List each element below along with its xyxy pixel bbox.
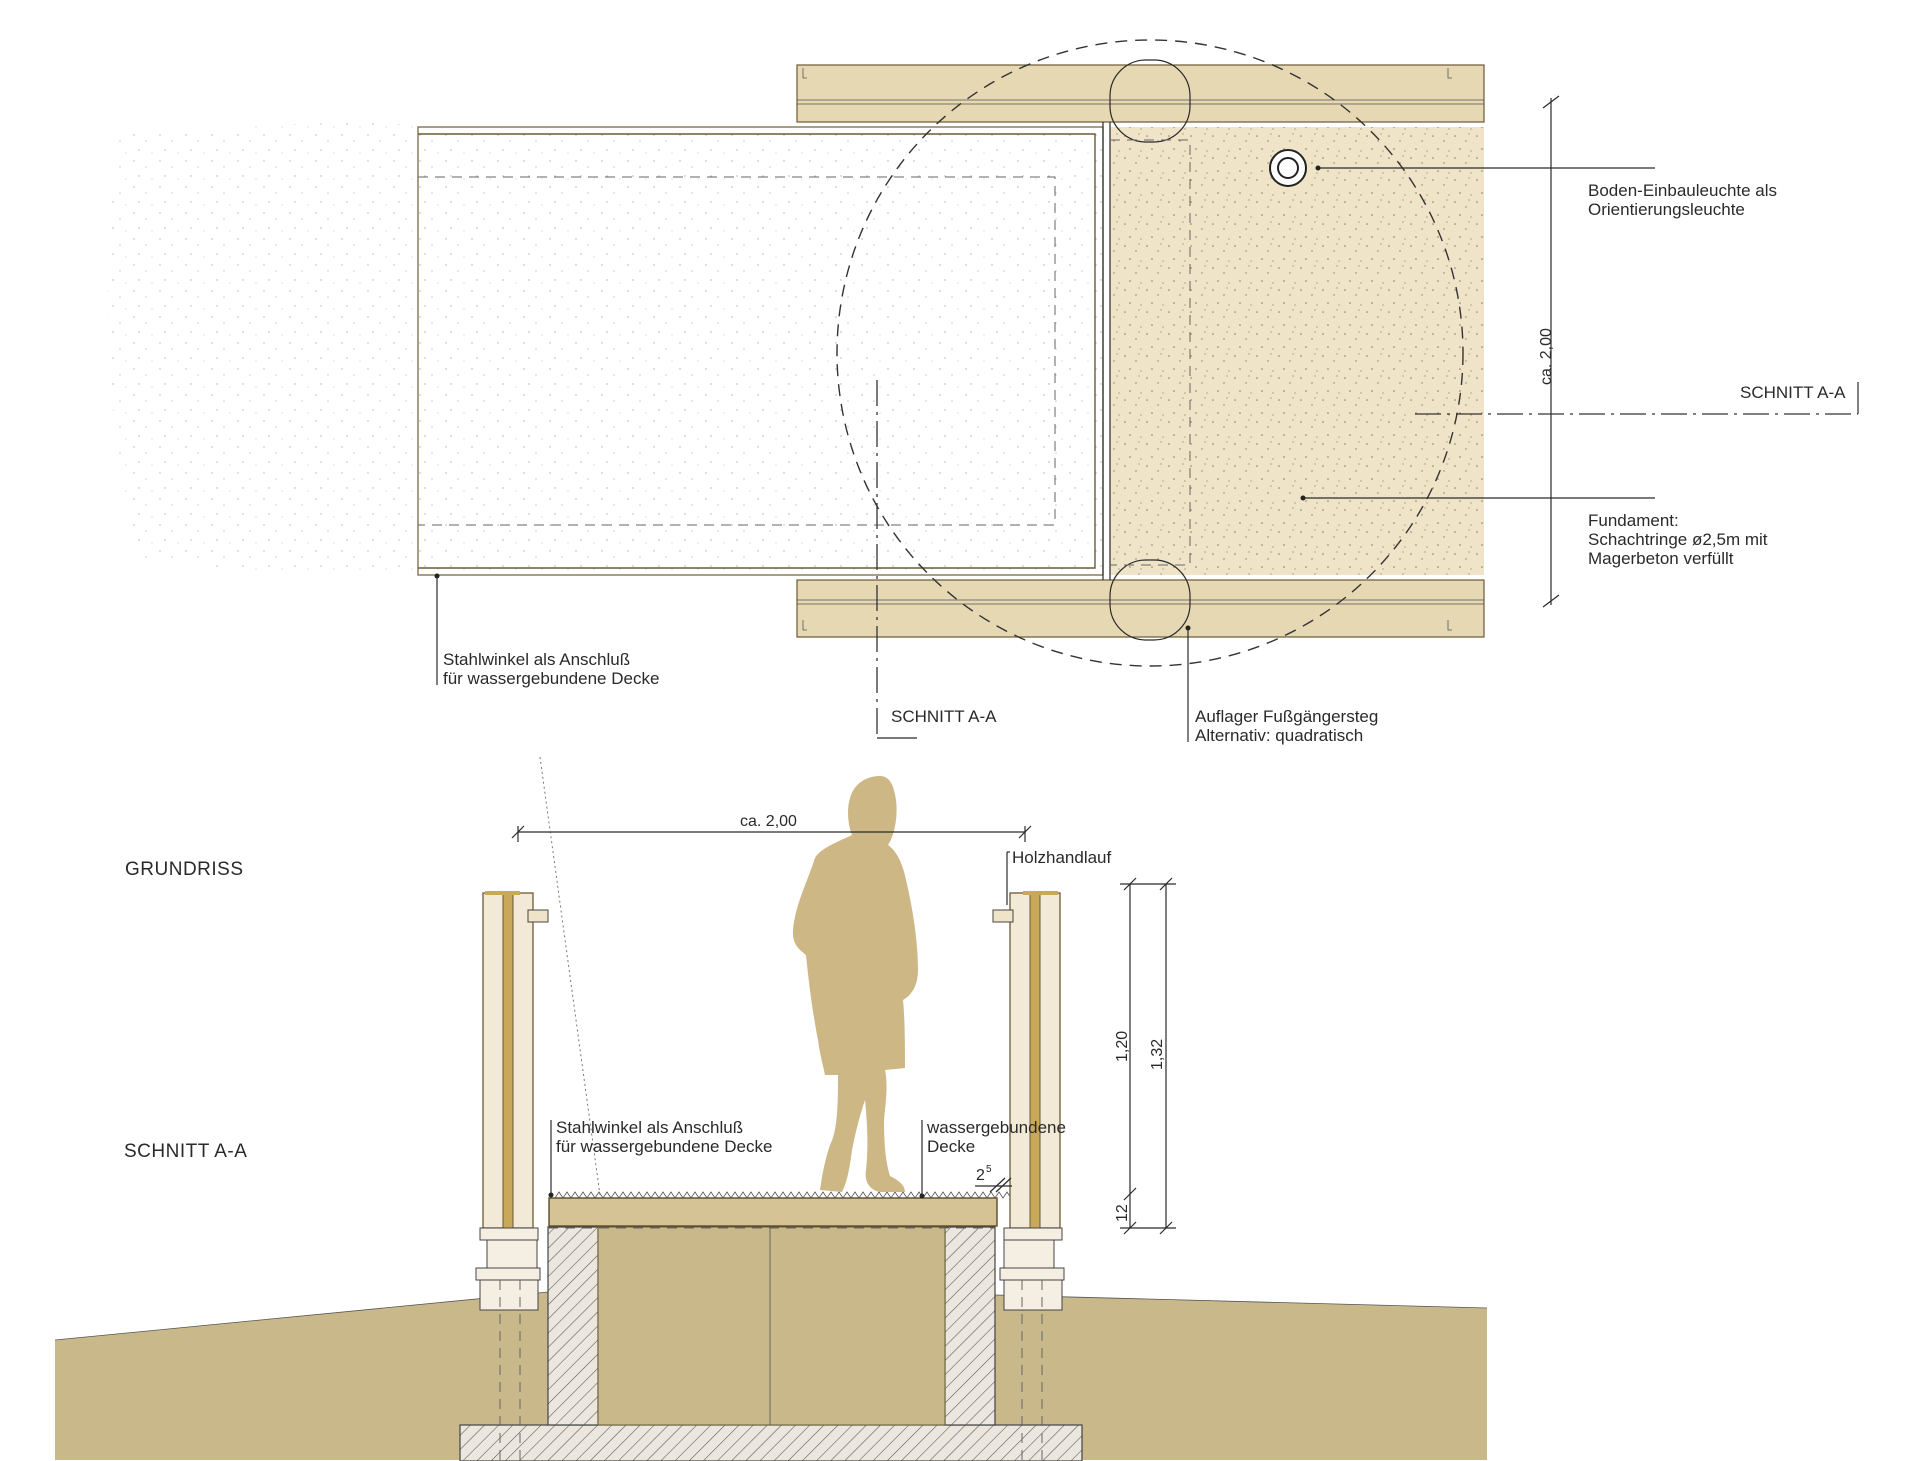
support-pill-bottom (1109, 559, 1191, 641)
section-dim-small: 2 (976, 1167, 985, 1184)
shaft-wall-right (944, 1226, 996, 1426)
section-dim-small-sup: 5 (986, 1164, 992, 1175)
label-handrail: Holzhandlauf (1012, 848, 1112, 867)
view-title-section: SCHNITT A-A (124, 1141, 247, 1162)
walkway-deck (417, 126, 1104, 576)
gravel-area (108, 123, 415, 572)
soil-ground-right (995, 1295, 1487, 1460)
section-dim-height-3: 12 (1114, 1204, 1131, 1222)
plan-dim-width: ca. 2,00 (1538, 328, 1555, 385)
label-support-1: Auflager Fußgängersteg (1195, 707, 1378, 726)
ground-light-icon (1269, 149, 1307, 187)
deck-layer (548, 1197, 998, 1227)
deck-surface-texture (554, 1191, 1012, 1199)
sight-line (539, 756, 601, 1196)
soil-ground (55, 1292, 548, 1460)
label-foundation-2: Schachtringe ø2,5m mit (1588, 530, 1768, 549)
section-label-angle-2: für wassergebundene Decke (556, 1137, 772, 1156)
label-surface-2: Decke (927, 1137, 975, 1156)
shaft-wall-left (547, 1226, 599, 1426)
base-slab (459, 1424, 1083, 1461)
plan-view: Boden-Einbauleuchte als Orientierungsleu… (108, 39, 1859, 745)
beam-top (796, 64, 1485, 123)
section-marker-right: SCHNITT A-A (1740, 383, 1846, 402)
section-dim-height-1: 1,20 (1114, 1031, 1131, 1062)
plan-label-angle-1: Stahlwinkel als Anschluß (443, 650, 630, 669)
label-support-2: Alternativ: quadratisch (1195, 726, 1363, 745)
person-silhouette (792, 776, 918, 1192)
view-title-plan: GRUNDRISS (125, 859, 244, 880)
support-pill-top (1109, 59, 1191, 143)
beam-bottom (796, 579, 1485, 638)
label-surface-1: wassergebundene (926, 1118, 1066, 1137)
railing-right (992, 891, 1065, 1460)
railing-left (475, 891, 549, 1460)
section-dim-height-2: 1,32 (1149, 1039, 1166, 1070)
shaft-ring-circle (836, 39, 1464, 667)
plan-label-angle-2: für wassergebundene Decke (443, 669, 659, 688)
section-dim-width: ca. 2,00 (740, 813, 797, 830)
label-foundation-1: Fundament: (1588, 511, 1679, 530)
label-foundation-3: Magerbeton verfüllt (1588, 549, 1734, 568)
section-marker-bottom: SCHNITT A-A (891, 707, 997, 726)
label-ground-light-2: Orientierungsleuchte (1588, 200, 1745, 219)
section-label-angle-1: Stahlwinkel als Anschluß (556, 1118, 743, 1137)
label-ground-light-1: Boden-Einbauleuchte als (1588, 181, 1777, 200)
shaft-fill (597, 1226, 946, 1426)
section-view: ca. 2,00 Holzhandlauf 1,20 1,32 12 Stahl… (54, 756, 1488, 1461)
